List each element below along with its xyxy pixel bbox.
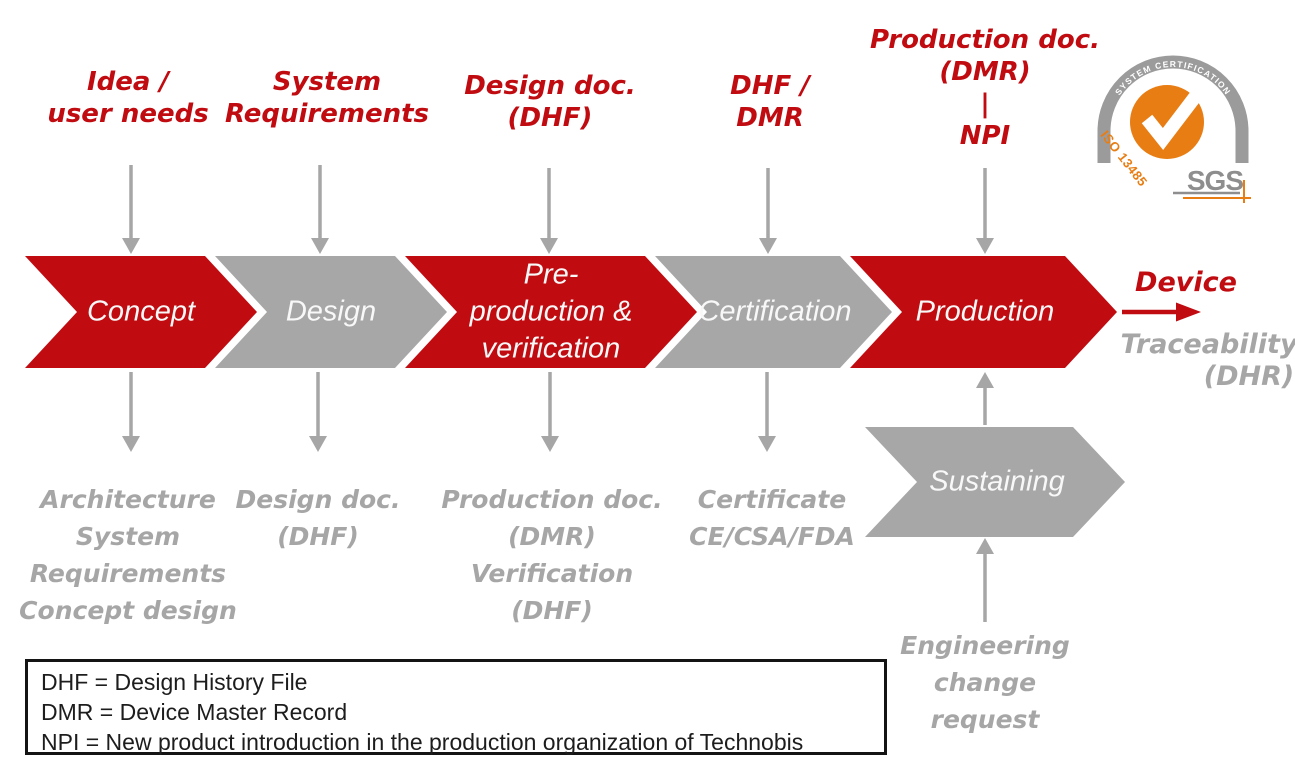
stage-label-certification: Certification xyxy=(698,294,851,331)
stage-output-label-design: Design doc. (DHF) xyxy=(236,481,401,555)
label-line: Idea / xyxy=(86,67,170,97)
stage-input-label-production-doc: Production doc. (DMR) | NPI xyxy=(870,24,1100,152)
legend-line-dhf: DHF = Design History File xyxy=(41,669,308,695)
traceability-label: Traceability xyxy=(1120,330,1295,360)
label-line: Design doc. xyxy=(464,71,636,101)
arrowhead-icon xyxy=(976,372,994,388)
chevron-certification xyxy=(655,256,892,368)
label-line: change xyxy=(933,668,1037,697)
stage-label-design: Design xyxy=(286,294,376,331)
label-line: Design doc. xyxy=(235,485,401,514)
label-line: Pre- xyxy=(523,258,579,291)
label-line: Certification xyxy=(698,295,852,328)
output-down-arrows xyxy=(129,372,769,438)
label-line: System xyxy=(272,67,382,97)
dhr-label: (DHR) xyxy=(1204,362,1294,392)
stage-label-sustaining: Sustaining xyxy=(929,464,1064,501)
device-arrow xyxy=(1122,302,1201,322)
stage-input-label-system-requirements: System Requirements xyxy=(225,66,429,130)
label-line: Requirements xyxy=(29,559,227,588)
label-line: Sustaining xyxy=(929,465,1065,498)
label-line: Design xyxy=(285,295,377,328)
label-line: Certificate xyxy=(697,485,847,514)
output-down-arrowheads xyxy=(122,436,776,452)
label-line: Requirements xyxy=(225,99,429,129)
logo-arch xyxy=(1097,55,1249,163)
arrowhead-icon xyxy=(540,238,558,254)
label-line: request xyxy=(930,705,1040,734)
label-line: Verification xyxy=(470,559,634,588)
label-line: Production doc. xyxy=(441,485,663,514)
sgs-text: SGS xyxy=(1187,165,1243,196)
label-line: Device xyxy=(1135,267,1237,298)
input-down-arrowheads xyxy=(122,238,994,254)
label-line: Production doc. xyxy=(869,25,1101,55)
label-line: (DHF) xyxy=(507,103,593,133)
iso-certification-logo: SYSTEM CERTIFICATION ISO 13485 SGS xyxy=(1097,55,1251,203)
input-down-arrows xyxy=(129,165,987,240)
stage-output-label-certification: Certificate CE/CSA/FDA xyxy=(689,481,855,555)
checkmark-icon xyxy=(1141,88,1204,150)
arrowhead-icon xyxy=(309,436,327,452)
chevron-production xyxy=(850,256,1117,368)
arrowhead-icon xyxy=(541,436,559,452)
engineering-change-request-label: Engineering change request xyxy=(900,627,1070,738)
label-line: (DHF) xyxy=(277,522,359,551)
arrowhead-icon xyxy=(976,538,994,554)
chevron-sustaining xyxy=(865,427,1125,537)
label-line: Production xyxy=(915,295,1055,328)
legend-line-dmr: DMR = Device Master Record xyxy=(41,699,348,725)
label-line: user needs xyxy=(47,99,209,129)
label-line: (DHF) xyxy=(511,596,593,625)
label-line: (DMR) xyxy=(939,57,1031,87)
label-line: System xyxy=(75,522,181,551)
label-line: Concept xyxy=(86,295,196,328)
label-line: (DHR) xyxy=(1203,361,1295,392)
label-line: Concept design xyxy=(19,596,237,625)
chevron-concept xyxy=(25,256,257,368)
stage-input-label-design-doc: Design doc. (DHF) xyxy=(464,70,636,134)
label-line: (DMR) xyxy=(508,522,596,551)
stage-label-concept: Concept xyxy=(87,294,195,331)
chevron-preproduction xyxy=(405,256,697,368)
stage-label-production: Production xyxy=(916,294,1055,331)
stage-label-preproduction: Pre- production & verification xyxy=(470,257,633,368)
stage-input-label-idea: Idea / user needs xyxy=(47,66,208,130)
label-line: | xyxy=(980,89,990,119)
arrowhead-icon xyxy=(122,436,140,452)
arrowhead-icon xyxy=(759,238,777,254)
legend-box: DHF = Design History File DMR = Device M… xyxy=(25,659,887,755)
label-line: verification xyxy=(481,332,621,365)
stage-output-label-concept: Architecture System Requirements Concept… xyxy=(19,481,237,629)
label-line: production & xyxy=(469,295,633,328)
arrowhead-icon xyxy=(311,238,329,254)
label-line: NPI xyxy=(959,121,1011,151)
label-line: Architecture xyxy=(40,485,216,514)
label-line: Traceability xyxy=(1120,329,1295,360)
label-line: DMR xyxy=(736,103,804,133)
device-label: Device xyxy=(1135,268,1237,298)
arrowhead-icon xyxy=(758,436,776,452)
label-line: DHF / xyxy=(730,71,810,101)
arrowhead-icon xyxy=(1176,302,1201,322)
arrowhead-icon xyxy=(122,238,140,254)
sustaining-up-arrows xyxy=(976,372,994,622)
legend-line-npi: NPI = New product introduction in the pr… xyxy=(41,729,804,755)
stage-output-label-preproduction: Production doc. (DMR) Verification (DHF) xyxy=(441,481,662,629)
chevron-design xyxy=(215,256,447,368)
label-line: CE/CSA/FDA xyxy=(689,522,855,551)
stage-input-label-dhf-dmr: DHF / DMR xyxy=(730,70,810,134)
arrowhead-icon xyxy=(976,238,994,254)
label-line: Engineering xyxy=(900,631,1070,660)
